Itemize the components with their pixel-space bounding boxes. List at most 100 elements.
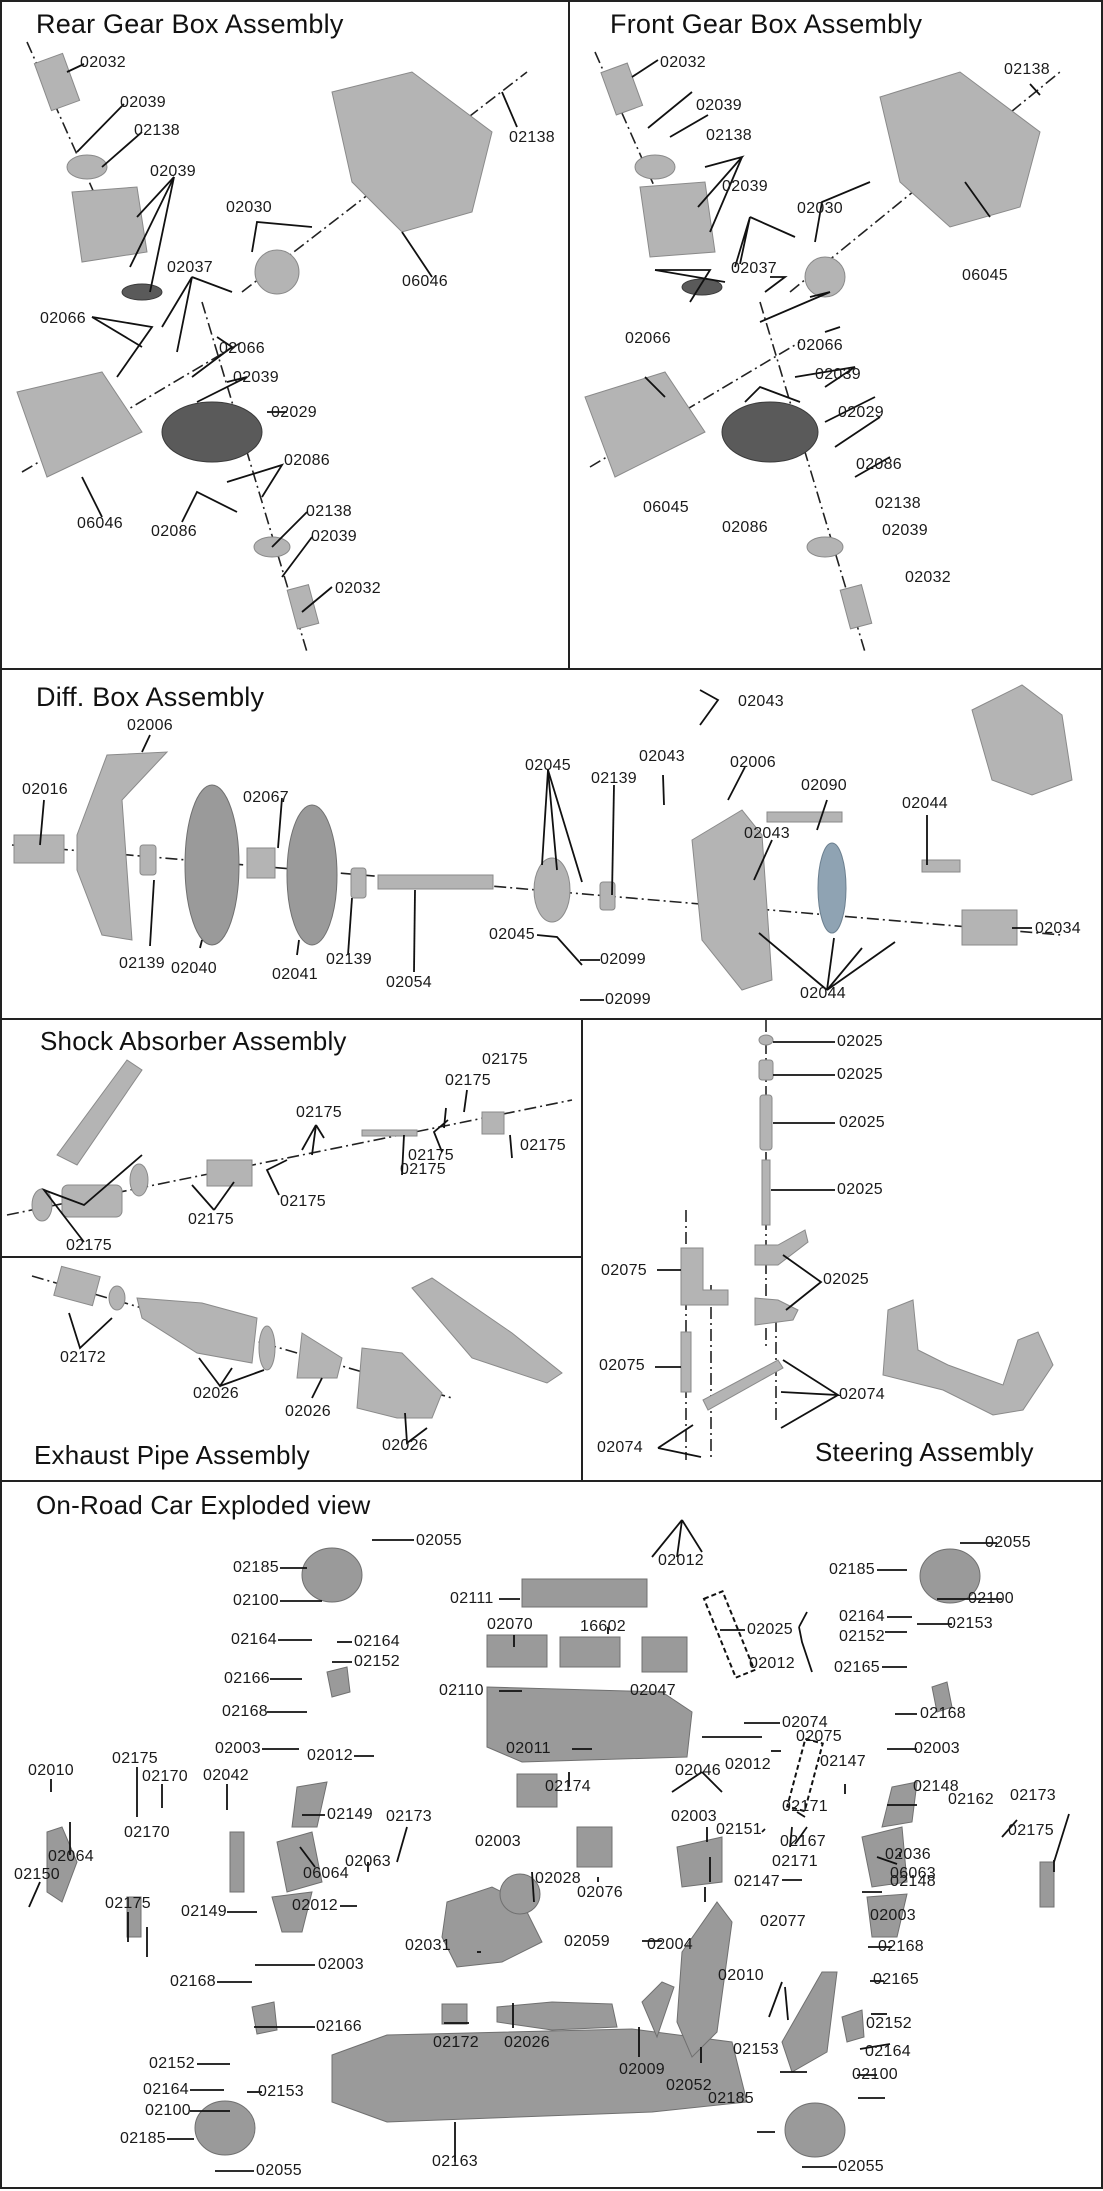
rear-gearbox-panel: Rear Gear Box Assembly 02032 02039 02138… (0, 0, 570, 670)
part-label: 02059 (564, 1933, 610, 1950)
bearing-part (350, 867, 367, 899)
clutch-part (533, 857, 571, 923)
part-label: 02174 (545, 1778, 591, 1795)
part-label: 02066 (625, 330, 671, 347)
drag-link-part (702, 1359, 784, 1411)
bushing-part (759, 1094, 773, 1151)
section-title: On-Road Car Exploded view (36, 1490, 371, 1520)
part-label: 02147 (734, 1873, 780, 1890)
section-title: Front Gear Box Assembly (610, 9, 923, 39)
part-label: 02030 (797, 200, 843, 217)
part-label: 02031 (405, 1937, 451, 1954)
part-label: 02043 (738, 693, 784, 710)
shock-part (1039, 1861, 1055, 1908)
diff-housing-part (691, 809, 773, 991)
output-cup-part (13, 834, 65, 864)
part-label: 02100 (852, 2066, 898, 2083)
part-label: 06046 (77, 515, 123, 532)
coupler-part (53, 1265, 101, 1307)
gasket-part (258, 1325, 276, 1371)
part-label: 02042 (203, 1767, 249, 1784)
bearing-part (634, 154, 676, 180)
wheel-part (919, 1548, 981, 1604)
exhaust-manifold-part (356, 1347, 443, 1419)
air-filter-part (499, 1873, 541, 1915)
part-label: 02037 (731, 260, 777, 277)
part-label: 02110 (439, 1682, 484, 1699)
part-label: 02139 (326, 951, 372, 968)
part-label: 02086 (856, 456, 902, 473)
part-label: 02003 (318, 1956, 364, 1973)
part-label: 02030 (226, 199, 272, 216)
part-label: 02147 (820, 1753, 866, 1770)
slipper-pad-part (817, 842, 847, 934)
output-cup-part (33, 52, 81, 112)
section-title: Exhaust Pipe Assembly (34, 1440, 310, 1470)
part-label: 02037 (167, 259, 213, 276)
radio-tray-part (486, 1686, 693, 1763)
part-label: 02040 (171, 960, 217, 977)
part-label: 02164 (143, 2081, 189, 2098)
shock-absorber-drawing (6, 1059, 573, 1243)
part-label: 02165 (834, 1659, 880, 1676)
part-label: 02100 (233, 1592, 279, 1609)
part-label: 02066 (219, 340, 265, 357)
ring-gear-part (161, 401, 263, 463)
part-label: 02039 (311, 528, 357, 545)
assembled-shock-part (56, 1059, 143, 1166)
part-label: 02025 (823, 1271, 869, 1288)
spur-gear-part (286, 804, 338, 946)
part-label: 02175 (520, 1137, 566, 1154)
part-label: 02045 (489, 926, 535, 943)
part-label: 02153 (258, 2083, 304, 2100)
part-label: 02175 (112, 1750, 158, 1767)
suspension-arm-part (271, 1891, 313, 1933)
part-label: 02111 (450, 1590, 494, 1607)
steering-hub-part (251, 2001, 278, 2035)
part-label: 02003 (215, 1740, 261, 1757)
shock-cap-part (481, 1111, 505, 1135)
part-label: 02175 (280, 1193, 326, 1210)
part-label: 02175 (408, 1147, 454, 1164)
part-label: 02070 (487, 1616, 533, 1633)
part-label: 02166 (224, 1670, 270, 1687)
battery-box-part (486, 1634, 548, 1668)
part-label: 02185 (829, 1561, 875, 1578)
part-label: 02148 (913, 1778, 959, 1795)
part-label: 02100 (145, 2102, 191, 2119)
ring-gear-part (721, 401, 819, 463)
bumper-plate-part (781, 1971, 838, 2073)
part-label: 02039 (882, 522, 928, 539)
part-label: 02175 (400, 1161, 446, 1178)
steering-hub-part (326, 1666, 351, 1698)
part-label: 02010 (718, 1967, 764, 1984)
part-label: 02010 (28, 1762, 74, 1779)
part-label: 02006 (127, 717, 173, 734)
part-label: 02138 (509, 129, 555, 146)
part-label: 02172 (60, 1349, 106, 1366)
lower-housing-part (584, 371, 706, 478)
part-label: 06064 (303, 1865, 349, 1882)
front-gearbox-panel: Front Gear Box Assembly 02032 02039 0213… (568, 0, 1103, 670)
part-label: 02032 (335, 580, 381, 597)
exhaust-part (496, 2001, 618, 2031)
exhaust-body-part (136, 1297, 258, 1364)
bellcrank-post-part (680, 1331, 692, 1393)
part-label: 02074 (782, 1714, 828, 1731)
part-label: 02074 (839, 1386, 885, 1403)
part-label: 02170 (142, 1768, 188, 1785)
part-label: 02175 (445, 1072, 491, 1089)
part-label: 02165 (873, 1971, 919, 1988)
part-label: 02003 (671, 1808, 717, 1825)
spring-part (61, 1184, 123, 1218)
servo-saver-group-box (702, 1590, 756, 1679)
part-label: 02025 (837, 1181, 883, 1198)
steering-post-part (229, 1831, 245, 1893)
part-label: 02003 (914, 1740, 960, 1757)
part-label: 02168 (222, 1703, 268, 1720)
part-label: 02044 (902, 795, 948, 812)
part-label: 02055 (838, 2158, 884, 2175)
shock-absorber-panel: Shock Absorber Assembly 02175 02175 0217… (0, 1018, 583, 1258)
exhaust-cone-part (296, 1332, 343, 1379)
section-title: Rear Gear Box Assembly (36, 9, 344, 39)
